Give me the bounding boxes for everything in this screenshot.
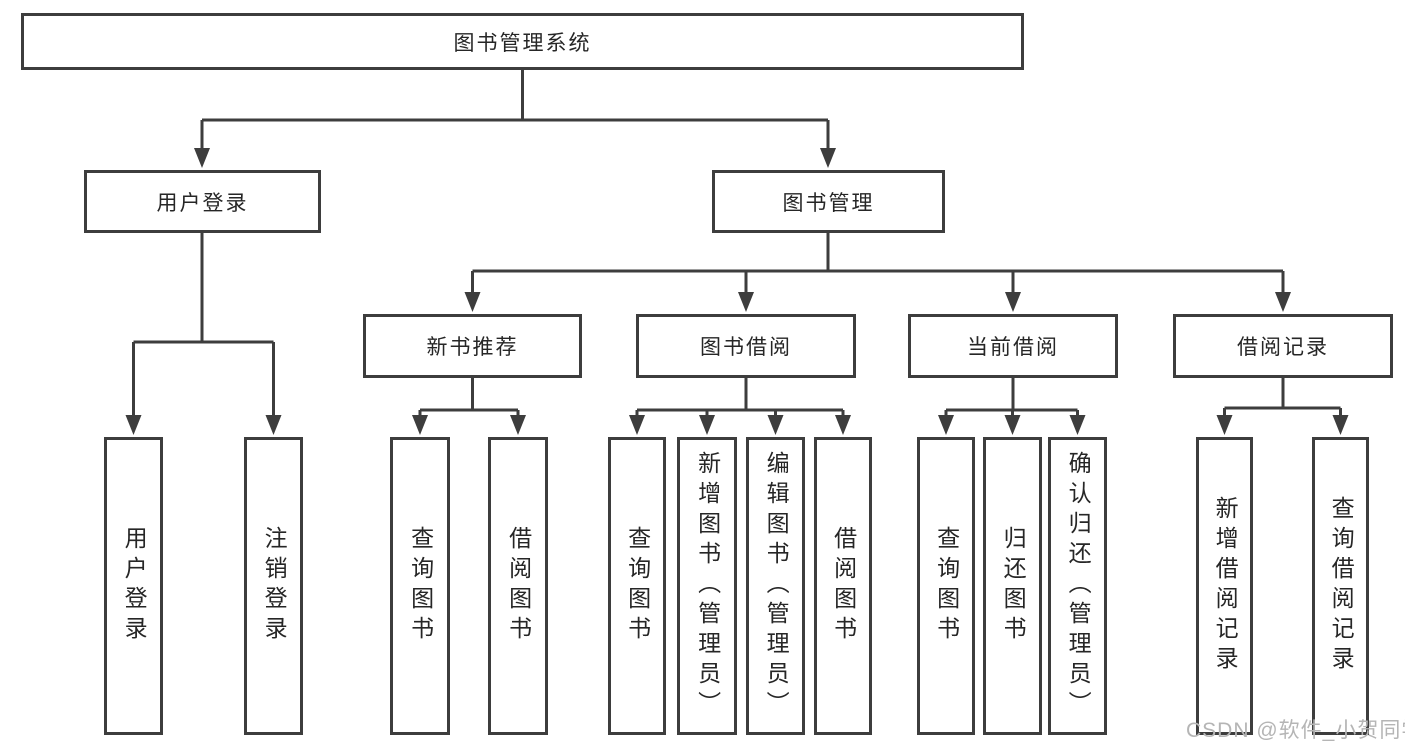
node-book-management: 图书管理 — [712, 170, 945, 233]
node-system-root: 图书管理系统 — [21, 13, 1024, 70]
node-label: 用户登录 — [121, 526, 148, 646]
leaf-add-books-admin: 新增图书（管理员） — [677, 437, 737, 735]
node-label: 注销登录 — [261, 526, 288, 646]
node-label: 图书借阅 — [700, 336, 792, 359]
edge-current-borrow-to-leaves — [938, 378, 1086, 435]
leaf-edit-books-admin: 编辑图书（管理员） — [746, 437, 805, 735]
node-new-book-recommend: 新书推荐 — [363, 314, 582, 378]
leaf-query-books-3: 查询图书 — [917, 437, 975, 735]
node-label: 借阅记录 — [1237, 336, 1329, 359]
leaf-borrow-books-1: 借阅图书 — [488, 437, 548, 735]
leaf-logout: 注销登录 — [244, 437, 303, 735]
leaf-return-books: 归还图书 — [983, 437, 1042, 735]
node-label: 图书管理 — [782, 191, 875, 215]
node-label: 归还图书 — [1000, 526, 1027, 646]
node-label: 图书管理系统 — [453, 31, 592, 55]
watermark: CSDN @软件_小贺同学 — [1186, 719, 1405, 742]
leaf-query-borrow-record: 查询借阅记录 — [1312, 437, 1369, 735]
node-label: 新书推荐 — [426, 336, 519, 359]
node-book-borrow: 图书借阅 — [636, 314, 856, 378]
leaf-user-login: 用户登录 — [104, 437, 163, 735]
edge-book-borrow-to-leaves — [629, 378, 851, 435]
leaf-query-books-2: 查询图书 — [608, 437, 666, 735]
edge-user-login-to-leaves — [125, 233, 282, 435]
node-label: 确认归还（管理员） — [1065, 451, 1092, 721]
leaf-borrow-books-2: 借阅图书 — [814, 437, 872, 735]
node-current-borrow: 当前借阅 — [908, 314, 1118, 378]
leaf-confirm-return-admin: 确认归还（管理员） — [1048, 437, 1107, 735]
node-label: 新增图书（管理员） — [694, 451, 721, 721]
edge-borrow-record-to-leaves — [1216, 378, 1349, 435]
leaf-query-books-1: 查询图书 — [390, 437, 450, 735]
node-label: 查询图书 — [407, 526, 434, 646]
node-label: 查询借阅记录 — [1328, 496, 1355, 676]
leaf-add-borrow-record: 新增借阅记录 — [1196, 437, 1253, 735]
node-label: 借阅图书 — [830, 526, 857, 646]
node-label: 新增借阅记录 — [1212, 496, 1239, 676]
edge-new-book-to-leaves — [412, 378, 526, 435]
node-label: 查询图书 — [624, 526, 651, 646]
edge-root-to-level2 — [194, 70, 836, 168]
node-borrow-record: 借阅记录 — [1173, 314, 1393, 378]
node-user-login: 用户登录 — [84, 170, 321, 233]
node-label: 当前借阅 — [967, 336, 1059, 359]
node-label: 借阅图书 — [505, 526, 532, 646]
node-label: 用户登录 — [156, 191, 249, 215]
edge-book-mgmt-to-level3 — [464, 233, 1291, 312]
node-label: 查询图书 — [933, 526, 960, 646]
node-label: 编辑图书（管理员） — [763, 451, 790, 721]
